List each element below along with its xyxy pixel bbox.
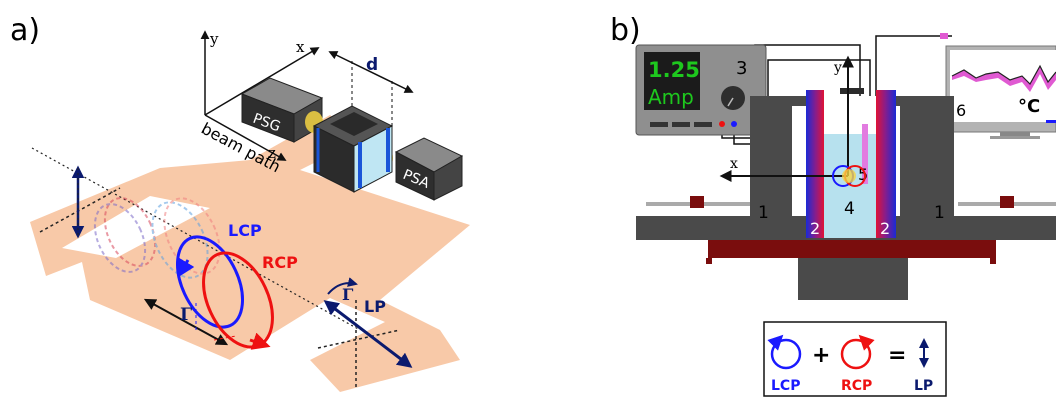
psa-box: PSA	[394, 137, 464, 201]
legend-lcp-label: LCP	[771, 378, 800, 394]
supply-number: 3	[736, 58, 747, 79]
psg-box: PSG	[240, 77, 324, 143]
liquid-cell	[824, 134, 876, 238]
temperature-unit: °C	[1018, 96, 1040, 117]
coil-left-number: 2	[810, 219, 820, 238]
legend-rcp-label: RCP	[841, 378, 872, 394]
legend-rcp-circle	[840, 338, 872, 370]
lcp-circle	[176, 235, 244, 329]
axis-z-label: z	[268, 144, 276, 162]
cell-beam-spot	[842, 169, 856, 183]
panel-a-label: a)	[10, 13, 40, 48]
monitor: 6 °C	[940, 33, 1056, 139]
lcp-label: LCP	[228, 221, 262, 240]
rcp-label: RCP	[262, 253, 298, 272]
gamma-offset-arrow	[143, 298, 229, 346]
sample-cell	[312, 105, 394, 193]
beam-path-notch	[62, 196, 210, 258]
coil-left	[806, 90, 824, 238]
beam-path-region	[30, 115, 470, 392]
legend-box: + = LCP RCP LP	[763, 321, 947, 397]
coordinate-axes	[200, 30, 320, 161]
panel-b-label: b)	[610, 13, 641, 48]
gamma-offset-red-tick	[213, 335, 237, 341]
lcp-arrow	[177, 257, 195, 278]
sample-number: 5	[858, 165, 868, 184]
legend-lp-label: LP	[914, 378, 933, 394]
output-polarization: Γ LP	[317, 277, 413, 390]
power-supply: 1.25 Amp 3	[635, 44, 767, 136]
monitor-number: 6	[956, 101, 966, 120]
rcp-arrow	[249, 332, 271, 350]
sample-probe	[862, 124, 868, 184]
terminal-blue	[731, 121, 737, 127]
legend-equals: =	[888, 343, 906, 368]
gamma-angle-label: Γ	[342, 285, 354, 304]
z-axis-line	[204, 114, 287, 161]
lp-label: LP	[364, 297, 386, 316]
display-unit: Amp	[648, 85, 694, 109]
axis-y-b-label: y	[833, 60, 842, 76]
cell-number: 4	[844, 199, 855, 219]
terminal-red	[719, 121, 725, 127]
input-polarization	[39, 165, 121, 239]
left-plate-number: 1	[758, 203, 769, 223]
panel-b: b) 1.25 Amp 3 6	[610, 13, 1056, 397]
panel-a: a) y x z beam path PSG	[10, 13, 470, 392]
coil-right-number: 2	[880, 219, 890, 238]
gamma-offset-label: Γ	[180, 305, 192, 325]
right-plate-number: 1	[934, 203, 945, 223]
faded-circles	[93, 197, 221, 279]
temp-trace	[952, 66, 1056, 92]
display-value: 1.25	[648, 58, 700, 82]
legend-lcp-circle	[770, 338, 802, 370]
d-label: d	[366, 55, 378, 75]
coil-right	[876, 90, 896, 238]
axis-x-b-label: x	[730, 156, 738, 172]
legend-plus: +	[812, 343, 830, 368]
axis-y-label: y	[209, 30, 219, 48]
axis-x-label: x	[296, 38, 305, 56]
x-axis-line	[204, 47, 320, 116]
d-dim-arrow	[328, 51, 414, 93]
